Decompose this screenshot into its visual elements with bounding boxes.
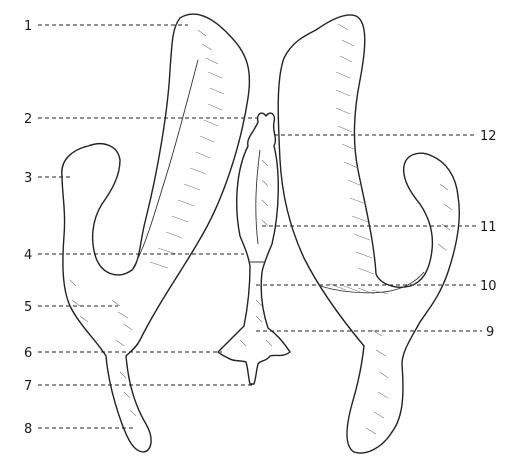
label-10: 10 <box>480 279 497 294</box>
label-3: 3 <box>24 171 32 186</box>
label-4: 4 <box>24 248 32 263</box>
label-7: 7 <box>24 379 32 394</box>
left-plate-outline <box>62 14 250 452</box>
label-11: 11 <box>480 220 497 235</box>
label-8: 8 <box>24 422 32 437</box>
label-1: 1 <box>24 19 32 34</box>
right-cartilage <box>278 15 459 453</box>
left-cartilage <box>62 14 250 452</box>
right-plate-outline <box>278 15 459 453</box>
label-5: 5 <box>24 300 32 315</box>
label-6: 6 <box>24 346 32 361</box>
label-9: 9 <box>486 325 494 340</box>
label-12: 12 <box>480 129 497 144</box>
label-2: 2 <box>24 112 32 127</box>
